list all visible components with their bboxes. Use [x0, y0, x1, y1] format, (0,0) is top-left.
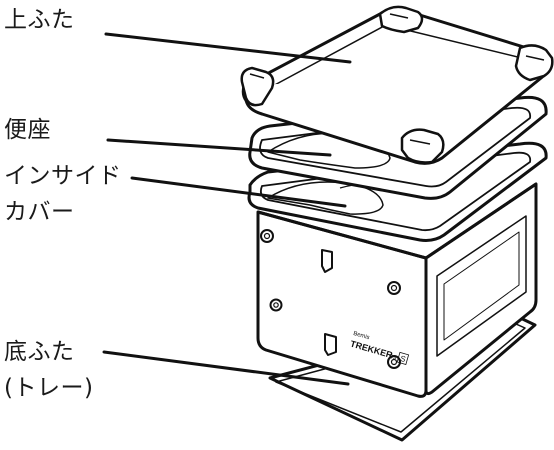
leader-line-lid	[104, 32, 352, 64]
size-mark: S	[399, 354, 407, 364]
leader-lines	[102, 32, 352, 386]
lid-corner-bumper-top	[378, 5, 424, 34]
leader-line-inside-cover	[130, 176, 347, 208]
label-bottom-lid-line1: 底ふた	[4, 339, 75, 365]
screw-bottom-right	[387, 355, 401, 369]
label-inside-cover-line2: カバー	[4, 199, 75, 225]
leader-line-bottom-lid	[102, 350, 350, 386]
label-inside-cover-line1: インサイド	[4, 163, 122, 189]
screw-top-left	[260, 229, 274, 243]
brand-mark: Bemis	[352, 331, 370, 341]
screw-bottom-left	[269, 298, 283, 312]
latch-lower	[324, 333, 337, 356]
label-bottom-lid-line2: (トレー)	[4, 375, 94, 401]
lid-corner-bumper-right	[514, 44, 554, 82]
top-lid	[240, 5, 554, 165]
box-body	[256, 182, 538, 398]
leader-line-seat	[106, 138, 332, 157]
size-mark-box	[396, 351, 410, 365]
latch-upper	[321, 249, 333, 273]
screw-top-right	[387, 281, 401, 295]
label-seat: 便座	[4, 117, 51, 143]
model-suffix-mark: ss	[389, 353, 398, 362]
label-top-lid: 上ふた	[4, 7, 75, 33]
lid-corner-bumper-left	[240, 66, 275, 107]
lid-corner-bumper-front	[400, 128, 445, 164]
